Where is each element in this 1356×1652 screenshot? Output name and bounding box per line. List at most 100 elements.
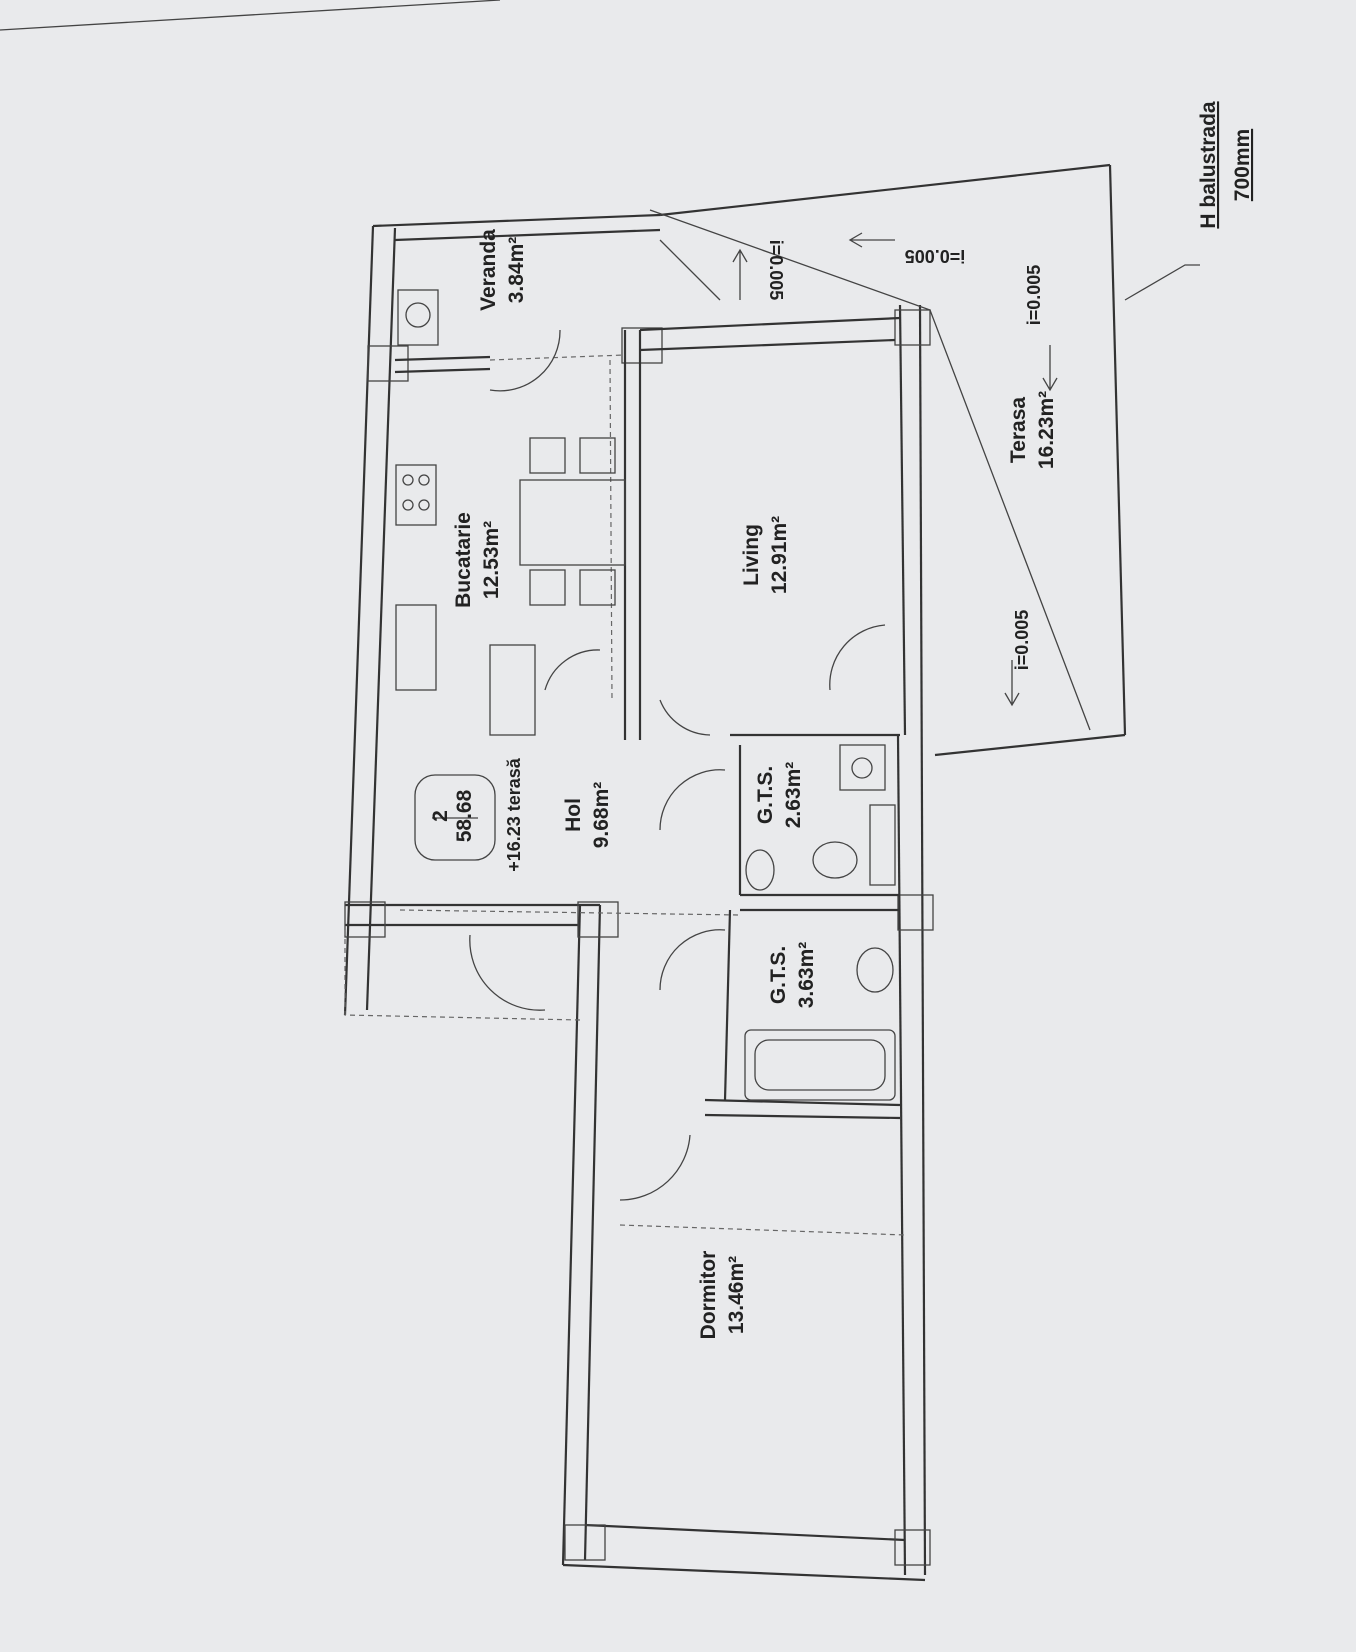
column xyxy=(577,901,619,938)
room-name: G.T.S. xyxy=(767,946,790,1004)
washbasin-icon xyxy=(856,947,894,993)
room-label-terasa: Terasa 16.23m² xyxy=(1007,391,1058,469)
slope-arrows xyxy=(732,232,1058,707)
slope-text: i=0.005 xyxy=(1012,610,1032,671)
apartment-area: 58.68 xyxy=(453,789,476,842)
slope-text: i=0.005 xyxy=(766,240,786,301)
chair-icon xyxy=(529,569,566,606)
dash-guide xyxy=(619,1224,906,1236)
bedroom-left-wall-outer xyxy=(561,904,582,1566)
slope-label: i=0.005 xyxy=(1012,610,1032,671)
door-swing xyxy=(489,329,561,392)
bath2-bottom-wall xyxy=(704,1098,901,1107)
bathtub-inner xyxy=(754,1039,886,1091)
veranda-wall-2 xyxy=(394,367,491,374)
room-label-living: Living 12.91m² xyxy=(740,516,791,594)
kitchen-fixtures xyxy=(395,289,626,736)
stove-icon xyxy=(395,464,437,526)
door-swing xyxy=(659,929,726,991)
door-swing xyxy=(659,699,711,736)
arrow-icon xyxy=(1042,345,1058,392)
bathroom-fixtures xyxy=(744,744,896,1101)
room-name: Bucatarie xyxy=(452,512,475,608)
right-inner-wall xyxy=(896,734,907,1576)
arrow-icon xyxy=(848,232,895,248)
slope-label: i=0.005 xyxy=(1024,265,1044,326)
apartment-badge xyxy=(414,774,496,861)
room-area: 3.63m² xyxy=(795,942,818,1009)
room-labels: Veranda 3.84m² Bucatarie 12.53m² Living … xyxy=(429,101,1254,1339)
dash-guide xyxy=(609,359,613,701)
door-swing xyxy=(469,934,546,1011)
top-wall-outer xyxy=(372,213,661,228)
room-area: 16.23m² xyxy=(1035,391,1058,469)
column xyxy=(894,309,931,346)
room-label-dormitor: Dormitor 13.46m² xyxy=(697,1251,748,1340)
door-swing xyxy=(829,624,886,691)
burner-icon xyxy=(402,474,414,486)
sink-icon xyxy=(397,289,439,346)
shower-icon xyxy=(839,744,886,791)
balustrade-height: 700mm xyxy=(1231,129,1254,201)
interior-walls xyxy=(394,163,1127,1120)
sink-icon xyxy=(405,302,431,328)
slope-label: i=0.005 xyxy=(905,246,966,266)
chair-icon xyxy=(579,569,616,606)
chair-icon xyxy=(579,437,616,474)
room-name: Veranda xyxy=(477,229,500,311)
fridge-icon xyxy=(489,644,536,736)
door-swing xyxy=(544,649,601,691)
dashed-guides xyxy=(344,354,906,1236)
bottom-wall-inner xyxy=(584,1523,906,1542)
terrace-note-text: +16.23 terasă xyxy=(504,757,524,872)
bottom-wall-outer xyxy=(562,1563,926,1582)
column xyxy=(367,345,409,382)
room-area: 3.84m² xyxy=(505,237,528,304)
room-label-veranda: Veranda 3.84m² xyxy=(477,229,528,311)
room-label-hol: Hol 9.68m² xyxy=(562,782,613,849)
left-inner-wall xyxy=(365,227,397,1011)
column xyxy=(894,1529,931,1566)
balustrade-title: H balustrada xyxy=(1197,101,1220,229)
dash-guide xyxy=(399,909,741,916)
living-top-wall-2 xyxy=(639,338,896,352)
balustrade-leader xyxy=(1124,264,1200,301)
arrow-icon xyxy=(1004,660,1020,707)
sink-icon xyxy=(395,604,437,691)
room-name: G.T.S. xyxy=(754,766,777,824)
slope-text: i=0.005 xyxy=(905,246,966,266)
column xyxy=(897,894,934,931)
washbasin-icon xyxy=(745,849,775,891)
burner-icon xyxy=(402,499,414,511)
room-name: Dormitor xyxy=(697,1251,720,1340)
room-area: 12.53m² xyxy=(480,521,503,599)
terrace-slope-lines xyxy=(649,209,1091,731)
terrace-bottom-rail xyxy=(934,733,1126,757)
top-wall-inner xyxy=(394,228,661,242)
apartment-number: 2 xyxy=(429,810,452,822)
column xyxy=(344,901,386,938)
washing-machine-icon xyxy=(869,804,896,886)
terrace-top-rail xyxy=(659,163,1111,217)
dash-guide xyxy=(489,354,626,361)
room-area: 9.68m² xyxy=(590,782,613,849)
doors xyxy=(469,239,886,1201)
living-top-wall xyxy=(639,316,901,332)
bathtub-icon xyxy=(744,1029,896,1101)
door-swing xyxy=(659,239,721,301)
terrace-note: +16.23 terasă xyxy=(504,757,524,872)
burner-icon xyxy=(418,474,430,486)
veranda-wall xyxy=(394,355,491,362)
apartment-label: 2 58.68 xyxy=(429,789,476,842)
column xyxy=(621,327,663,364)
bedroom-left-wall-inner xyxy=(583,904,602,1561)
slope-label: i=0.005 xyxy=(766,240,786,301)
room-area: 2.63m² xyxy=(782,762,805,829)
room-area: 13.46m² xyxy=(725,1256,748,1334)
sheet-edge xyxy=(0,0,501,31)
room-label-gts-1: G.T.S. 2.63m² xyxy=(754,762,805,829)
terrace-right-rail xyxy=(1108,164,1127,736)
bath2-bottom-wall-2 xyxy=(704,1113,901,1120)
room-area: 12.91m² xyxy=(768,516,791,594)
